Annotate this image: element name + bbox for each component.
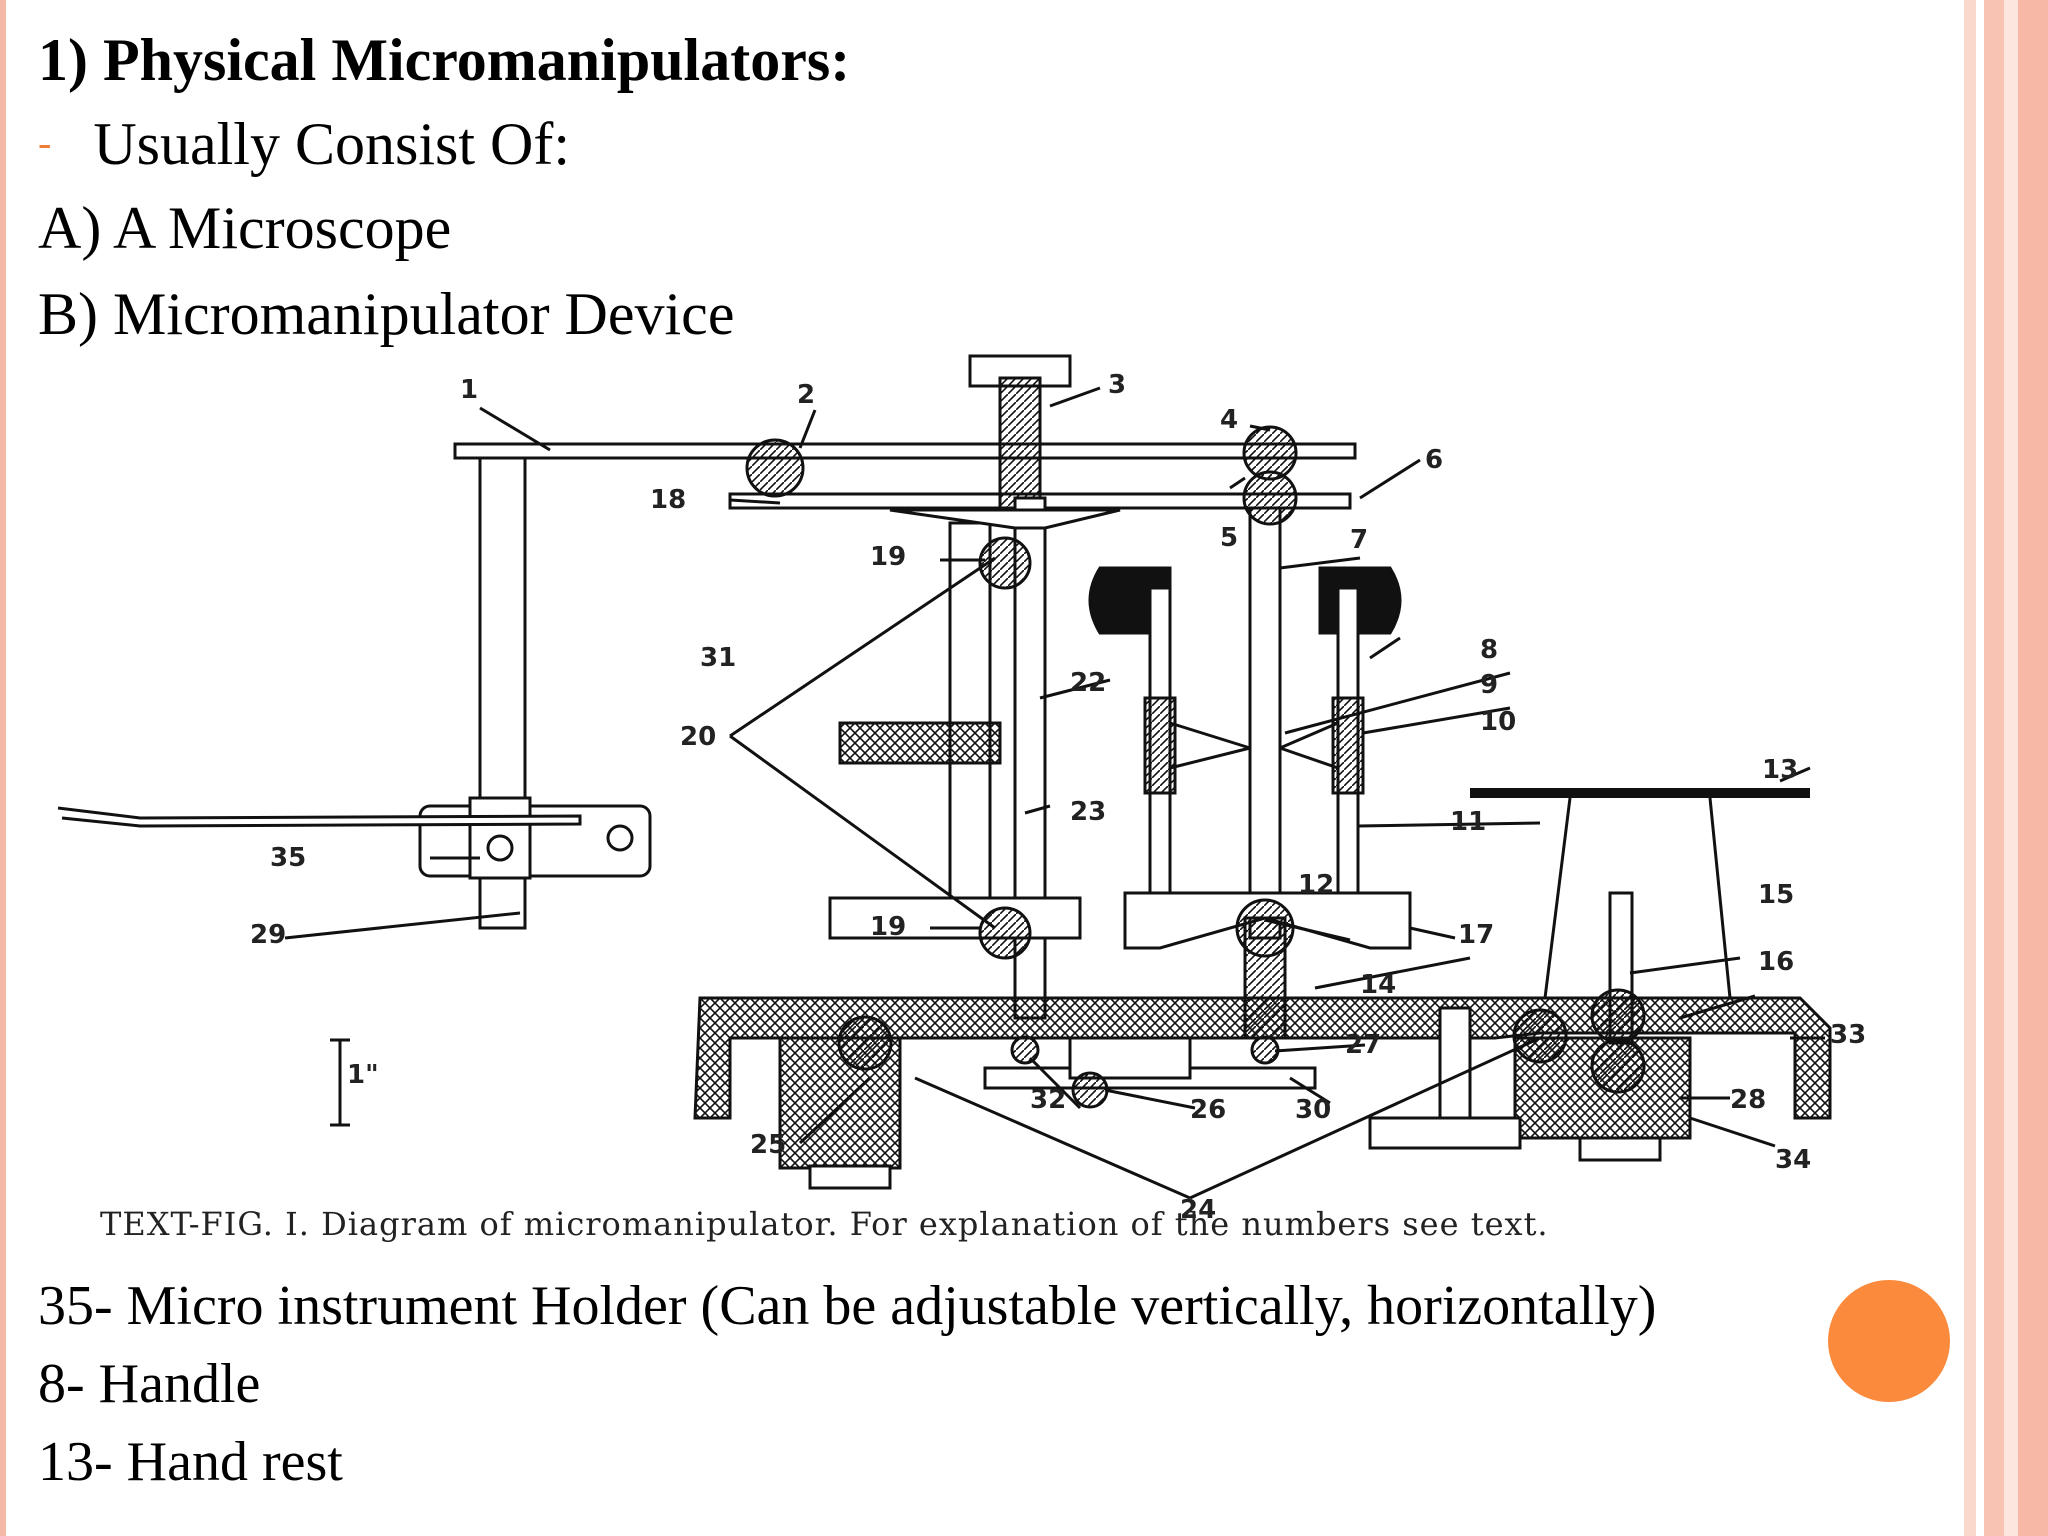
- bullet-text: Usually Consist Of:: [93, 111, 571, 177]
- slide-heading: 1) Physical Micromanipulators:: [38, 27, 851, 93]
- svg-text:11: 11: [1450, 807, 1486, 837]
- note-handle: 8- Handle: [38, 1353, 261, 1415]
- svg-text:4: 4: [1220, 405, 1238, 435]
- svg-text:22: 22: [1070, 668, 1106, 698]
- svg-text:35: 35: [270, 843, 306, 873]
- svg-text:33: 33: [1830, 1020, 1866, 1050]
- svg-text:12: 12: [1298, 870, 1334, 900]
- svg-text:23: 23: [1070, 797, 1106, 827]
- note-hand-rest: 13- Hand rest: [38, 1431, 343, 1493]
- left-border-line: [0, 0, 6, 1536]
- svg-text:19: 19: [870, 542, 906, 572]
- svg-text:19: 19: [870, 912, 906, 942]
- svg-text:34: 34: [1775, 1145, 1811, 1175]
- svg-text:8: 8: [1480, 635, 1498, 665]
- decorative-orange-circle: [1828, 1280, 1950, 1402]
- svg-text:6: 6: [1425, 445, 1443, 475]
- svg-text:7: 7: [1350, 525, 1368, 555]
- svg-text:29: 29: [250, 920, 286, 950]
- item-device: B) Micromanipulator Device: [38, 281, 735, 347]
- svg-text:25: 25: [750, 1130, 786, 1160]
- svg-text:26: 26: [1190, 1095, 1226, 1125]
- svg-text:18: 18: [650, 485, 686, 515]
- svg-text:31: 31: [700, 643, 736, 673]
- svg-text:20: 20: [680, 722, 716, 752]
- svg-text:1: 1: [460, 375, 478, 405]
- scale-label: 1": [347, 1060, 379, 1090]
- svg-text:32: 32: [1030, 1085, 1066, 1115]
- svg-text:14: 14: [1360, 970, 1396, 1000]
- svg-text:28: 28: [1730, 1085, 1766, 1115]
- svg-text:16: 16: [1758, 947, 1794, 977]
- svg-text:30: 30: [1295, 1095, 1331, 1125]
- svg-text:13: 13: [1762, 755, 1798, 785]
- svg-text:9: 9: [1480, 670, 1498, 700]
- bullet-marker: -: [38, 120, 52, 165]
- svg-text:5: 5: [1220, 523, 1238, 553]
- svg-text:27: 27: [1345, 1030, 1381, 1060]
- svg-text:3: 3: [1108, 370, 1126, 400]
- svg-text:24: 24: [1180, 1195, 1216, 1225]
- svg-text:2: 2: [797, 380, 815, 410]
- bullet-line: -Usually Consist Of:: [38, 108, 570, 187]
- figure-caption: TEXT-FIG. I. Diagram of micromanipulator…: [100, 1205, 1549, 1243]
- svg-text:15: 15: [1758, 880, 1794, 910]
- note-holder: 35- Micro instrument Holder (Can be adju…: [38, 1275, 1657, 1337]
- micromanipulator-diagram: 1 2 3 4 5 6 7 8 9 10 11 12 13 14 15 16 1…: [57, 354, 1866, 1225]
- right-decorative-border: [1964, 0, 2048, 1536]
- item-microscope: A) A Microscope: [38, 195, 452, 261]
- svg-text:10: 10: [1480, 707, 1516, 737]
- svg-text:17: 17: [1458, 920, 1494, 950]
